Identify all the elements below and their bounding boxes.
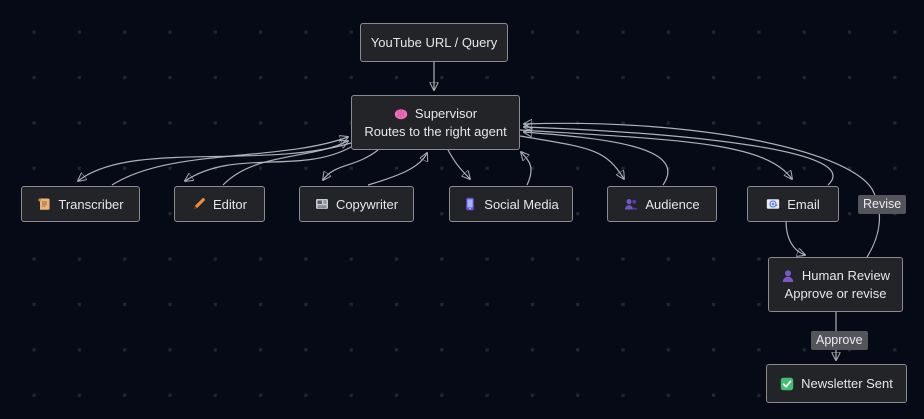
edge-label-revise: Revise [858, 195, 907, 214]
node-label: Email [787, 196, 820, 212]
brain-icon [394, 107, 408, 121]
edge-copywriter-supervisor [367, 153, 427, 186]
edge-supervisor-audience [519, 135, 624, 179]
check-icon [780, 377, 794, 391]
edge-label-approve: Approve [811, 331, 868, 350]
person-icon [781, 269, 795, 283]
email-icon [766, 197, 780, 211]
edge-editor-supervisor [222, 141, 348, 186]
node-newsletter-sent[interactable]: Newsletter Sent [766, 364, 907, 403]
node-supervisor[interactable]: Supervisor Routes to the right agent [351, 95, 520, 150]
node-subtitle: Approve or revise [784, 286, 887, 301]
edge-social-supervisor [521, 152, 532, 186]
node-title: Supervisor [414, 106, 478, 121]
edge-supervisor-copywriter [323, 149, 379, 180]
node-copywriter[interactable]: Copywriter [299, 186, 414, 222]
node-audience[interactable]: Audience [607, 186, 717, 222]
edge-supervisor-email [519, 129, 792, 179]
node-transcriber[interactable]: Transcriber [21, 186, 140, 222]
edge-transcriber-supervisor [111, 137, 348, 186]
node-label: YouTube URL / Query [370, 35, 498, 50]
edge-supervisor-transcriber [78, 142, 352, 181]
edge-supervisor-social [447, 149, 470, 179]
edge-email-humanreview [785, 220, 805, 255]
pencil-icon [192, 197, 206, 211]
mobile-phone-icon [463, 197, 477, 211]
edge-audience-supervisor [524, 132, 669, 186]
edge-supervisor-editor [185, 146, 352, 181]
node-social-media[interactable]: Social Media [449, 186, 573, 222]
node-youtube-url-query[interactable]: YouTube URL / Query [360, 23, 508, 62]
edge-humanreview-supervisor-revise [524, 123, 880, 258]
node-label: Newsletter Sent [801, 376, 893, 391]
node-email[interactable]: Email [747, 186, 839, 222]
people-icon [624, 197, 638, 211]
node-subtitle: Routes to the right agent [364, 124, 507, 139]
node-label: Transcriber [58, 196, 124, 212]
node-label: Copywriter [335, 196, 399, 212]
node-title: Human Review [801, 268, 891, 283]
edge-email-supervisor [524, 127, 834, 186]
node-label: Editor [213, 196, 247, 212]
scroll-icon [37, 197, 51, 211]
node-editor[interactable]: Editor [174, 186, 265, 222]
node-human-review[interactable]: Human Review Approve or revise [768, 257, 903, 312]
node-label: Social Media [484, 196, 559, 212]
node-label: Audience [645, 196, 700, 212]
newspaper-icon [315, 197, 329, 211]
